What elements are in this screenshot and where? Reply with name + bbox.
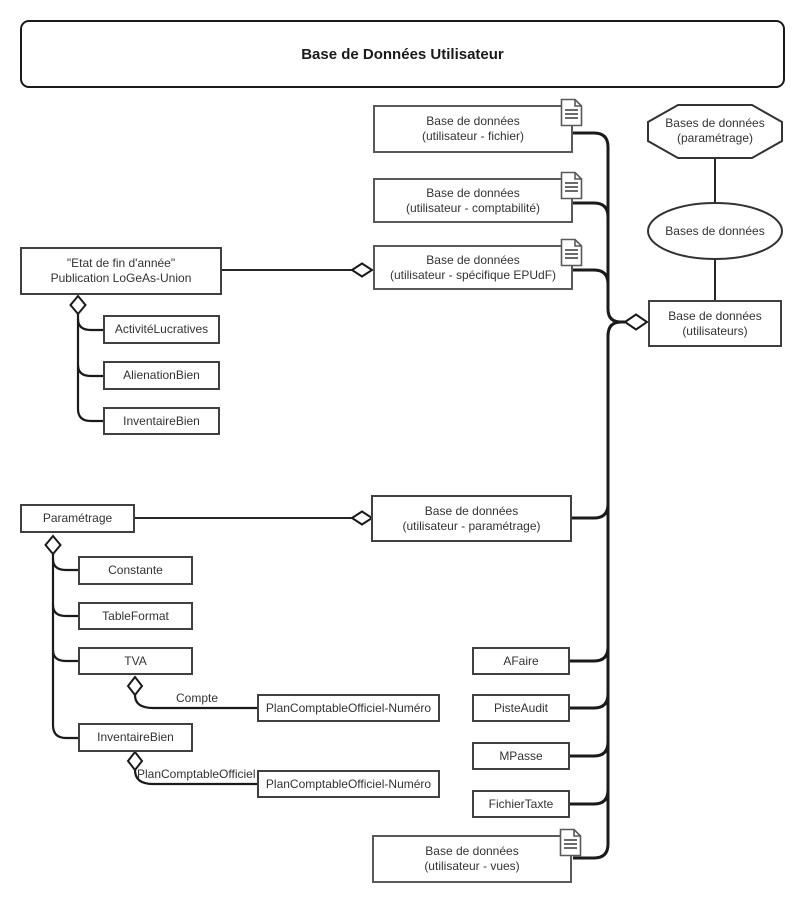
edge-label-plan-comptable-officiel: PlanComptableOfficiel [137, 767, 256, 781]
node-label: (paramétrage) [676, 131, 754, 145]
node-db-utilisateurs: Base de données (utilisateurs) [648, 300, 782, 347]
octagon-shape [647, 104, 783, 159]
node-label: Base de données [668, 308, 762, 323]
node-db-fichier: Base de données (utilisateur - fichier) [373, 98, 583, 153]
node-label: Paramétrage [42, 511, 113, 525]
document-icon [559, 828, 582, 857]
node-label: Base de données [426, 185, 520, 200]
node-label: Publication LoGeAs-Union [50, 271, 192, 285]
node-label: Base de données [426, 252, 520, 267]
node-label: Bases de données [665, 223, 765, 238]
diamond-specifique [350, 262, 374, 278]
node-label: Bases de données [665, 116, 765, 130]
node-label: MPasse [499, 748, 543, 763]
plain-connectors [135, 158, 716, 519]
diamond-etat [69, 294, 87, 316]
diamond-parametrage [44, 534, 62, 556]
node-label: Base de données [424, 503, 519, 518]
aggregation-trunk [570, 131, 625, 860]
node-alienation-bien: AlienationBien [103, 361, 220, 390]
node-label: PlanComptableOfficiel-Numéro [265, 776, 432, 791]
document-icon [560, 238, 583, 267]
aggregation-diamonds [44, 262, 649, 772]
node-label: InventaireBien [97, 730, 174, 744]
composition-trees [51, 314, 257, 786]
node-label: (utilisateur - spécifique EPUdF) [389, 267, 557, 282]
node-label: (utilisateurs) [682, 323, 748, 338]
node-inventaire-bien-etat: InventaireBien [103, 407, 220, 435]
node-bases-parametrage: Bases de données (paramétrage) [648, 108, 782, 154]
node-constante: Constante [78, 556, 193, 585]
node-label: AlienationBien [123, 368, 200, 382]
node-inventaire-bien-param: InventaireBien [78, 723, 193, 752]
node-pco-numero-tva: PlanComptableOfficiel-Numéro [257, 694, 440, 722]
document-icon [560, 98, 583, 127]
node-bases-de-donnees: Bases de données [648, 217, 782, 245]
diamond-inventairebien [126, 750, 144, 772]
edge-label-compte: Compte [176, 691, 219, 705]
node-mpasse: MPasse [472, 742, 570, 770]
node-label: PlanComptableOfficiel-Numéro [265, 700, 432, 715]
node-activite-lucratives: ActivitéLucratives [103, 315, 220, 344]
node-piste-audit: PisteAudit [472, 694, 570, 722]
node-label: PisteAudit [493, 700, 549, 715]
node-label: InventaireBien [123, 413, 200, 428]
node-label: "Etat de fin d'année" [66, 256, 176, 270]
node-table-format: TableFormat [78, 602, 193, 630]
node-tva: TVA [78, 647, 193, 675]
node-db-comptabilite: Base de données (utilisateur - comptabil… [373, 171, 583, 223]
node-parametrage: Paramétrage [20, 504, 135, 533]
node-label: (utilisateur - comptabilité) [405, 200, 541, 215]
diamond-tva [126, 675, 144, 697]
node-label: AFaire [503, 653, 539, 668]
page-title: Base de Données Utilisateur [301, 45, 504, 63]
node-fichier-taxte: FichierTaxte [472, 790, 570, 818]
node-label: FichierTaxte [488, 796, 554, 811]
node-label: Base de données [425, 844, 519, 858]
ellipse-shape [647, 202, 783, 260]
diamond-utilisateurs [623, 313, 649, 331]
node-db-specifique: Base de données (utilisateur - spécifiqu… [373, 238, 583, 290]
node-label: (utilisateur - fichier) [421, 129, 525, 143]
node-label: TVA [124, 653, 147, 668]
node-label: (utilisateur - vues) [424, 859, 520, 873]
node-label: Constante [108, 563, 163, 577]
diamond-parametrage-db [350, 510, 374, 526]
node-label: (utilisateur - paramétrage) [402, 518, 541, 533]
node-db-parametrage: Base de données (utilisateur - paramétra… [371, 495, 572, 542]
node-afaire: AFaire [472, 647, 570, 675]
node-etat-fin-annee: "Etat de fin d'année" Publication LoGeAs… [20, 247, 222, 295]
document-icon [560, 171, 583, 200]
node-pco-numero-inv: PlanComptableOfficiel-Numéro [257, 770, 440, 798]
node-label: Base de données [426, 114, 520, 128]
node-label: TableFormat [102, 608, 169, 623]
title-box: Base de Données Utilisateur [20, 20, 785, 88]
node-label: ActivitéLucratives [114, 322, 209, 336]
node-db-vues: Base de données (utilisateur - vues) [372, 828, 582, 883]
